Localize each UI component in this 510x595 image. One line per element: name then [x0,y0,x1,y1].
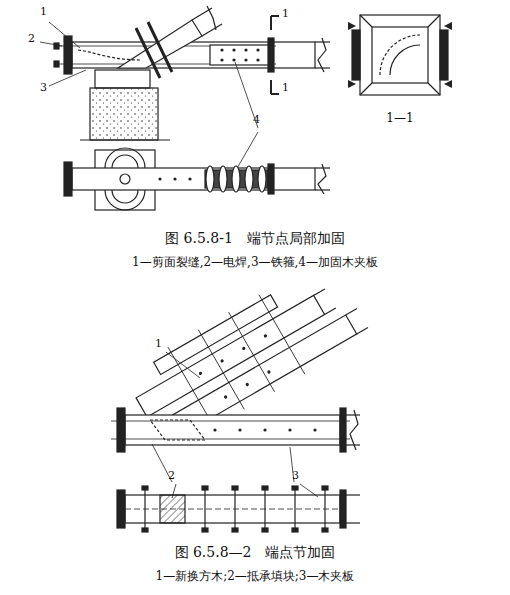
section-mark: 1 [282,82,289,95]
caption-legend: 1—剪面裂缝,2—电焊,3—铁箍,4—加固木夹板 [132,256,378,270]
callout-number: 3 [292,470,299,483]
caption-legend: 1—新换方木;2—抵承填块;3—木夹板 [156,570,355,584]
callout-number: 2 [28,33,35,46]
figure-caption: 图 6.5.8-1 端节点局部加固 [165,230,345,246]
callout-number: 3 [40,82,47,95]
callout-number: 4 [253,114,260,127]
callout-number: 1 [155,338,162,351]
callout-number: 1 [40,6,47,19]
section-mark: 1 [282,8,289,21]
callout-number: 2 [168,470,175,483]
figure-caption: 图 6.5.8—2 端点节加固 [175,544,336,560]
section-label: 1—1 [386,112,413,126]
